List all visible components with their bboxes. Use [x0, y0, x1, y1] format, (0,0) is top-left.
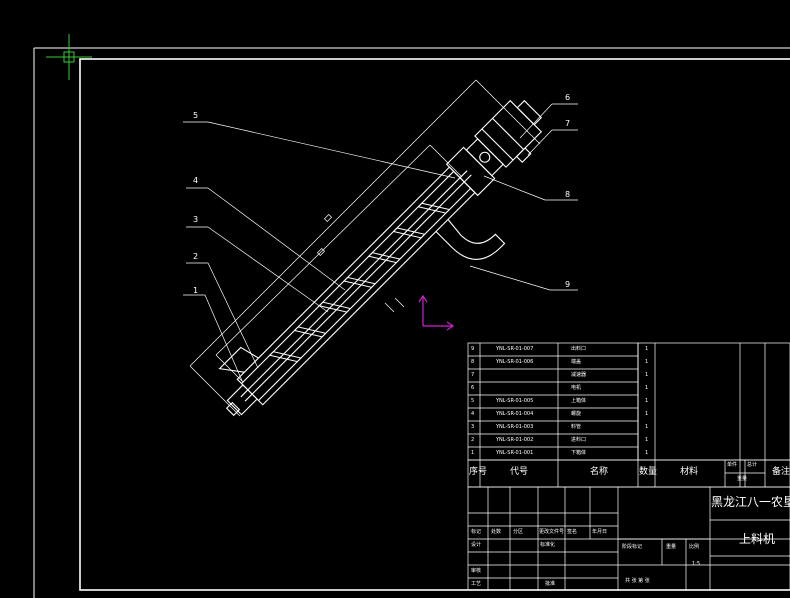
screw-flights [268, 202, 451, 363]
bom-qty: 1 [645, 385, 649, 391]
outlet-spout [435, 219, 506, 260]
rev-date: 年月日 [592, 529, 608, 535]
title-block-grid [467, 342, 790, 591]
approve-label: 批准 [545, 581, 556, 587]
callout-9: 9 [565, 280, 571, 289]
inlet-hopper [218, 346, 259, 373]
callout-5: 5 [193, 111, 199, 120]
bom-qty: 1 [645, 424, 649, 430]
school-name: 黑龙江八一农垦大学 [711, 495, 790, 509]
bom-name: 上箱体 [571, 398, 587, 404]
scale-value: 1:5 [692, 561, 701, 567]
callout-1: 1 [193, 286, 199, 295]
bom-code: YNL-SR-01-001 [496, 450, 534, 456]
bom-header-name: 名称 [590, 467, 609, 477]
bom-no: 2 [471, 437, 475, 443]
bom-no: 5 [471, 398, 475, 404]
screw-conveyor-assembly [218, 99, 543, 417]
bom-no: 8 [471, 359, 475, 365]
bom-qty: 1 [645, 450, 649, 456]
callout-6: 6 [565, 93, 571, 102]
scale-label: 比例 [689, 544, 700, 550]
ucs-axis-icon [418, 294, 455, 331]
feed-tube [236, 166, 476, 406]
bom-name: 进料口 [571, 437, 587, 443]
callout-7: 7 [565, 119, 571, 128]
crosshair-cursor-icon [46, 34, 92, 80]
bom-qty: 1 [645, 398, 649, 404]
bom-no: 1 [471, 450, 475, 456]
bom-qty: 1 [645, 359, 649, 365]
callout-leaders [183, 103, 578, 384]
sheets-label: 共 张 第 张 [625, 578, 650, 584]
bom-name: 料管 [571, 424, 582, 430]
bom-name: 下箱体 [571, 450, 587, 456]
bom-name: 端盖 [571, 359, 582, 365]
rev-count: 处数 [491, 529, 502, 535]
drawing-name: 上料机 [739, 532, 776, 546]
bom-name: 减速器 [571, 372, 587, 378]
bom-code: YNL-SR-01-002 [496, 437, 534, 443]
dimension-lines [189, 79, 541, 417]
bom-no: 4 [471, 411, 475, 417]
stage-label: 阶段标记 [622, 544, 643, 550]
weight-label: 重量 [666, 544, 677, 550]
bom-no: 6 [471, 385, 475, 391]
bom-no: 7 [471, 372, 475, 378]
bom-header-qty: 数量 [639, 467, 658, 477]
bom-name: 出料口 [571, 346, 587, 352]
sheet-frame [33, 47, 790, 598]
rev-doc: 更改文件号 [539, 529, 565, 535]
bom-code: YNL-SR-01-006 [496, 359, 534, 365]
bom-name: 电机 [571, 385, 582, 391]
bom-header-note: 备注 [772, 467, 790, 477]
design-label: 设计 [471, 542, 482, 548]
callout-3: 3 [193, 215, 199, 224]
bom-qty: 1 [645, 411, 649, 417]
standardize-label: 标准化 [540, 542, 556, 548]
bom-qty: 1 [645, 372, 649, 378]
bom-header-unit: 单件 [727, 462, 738, 468]
bom-code: YNL-SR-01-005 [496, 398, 534, 404]
rev-zone: 分区 [513, 529, 524, 535]
bom-header-total: 总计 [747, 462, 758, 468]
bom-code: YNL-SR-01-004 [496, 411, 534, 417]
callout-4: 4 [193, 176, 199, 185]
callout-8: 8 [565, 190, 571, 199]
process-label: 工艺 [471, 581, 482, 587]
bom-code: YNL-SR-01-003 [496, 424, 534, 430]
bom-no: 3 [471, 424, 475, 430]
bom-header-no: 序号 [469, 467, 488, 477]
rev-mark: 标记 [471, 529, 482, 535]
bom-name: 螺旋 [571, 411, 582, 417]
bom-header-code: 代号 [510, 467, 529, 477]
callout-2: 2 [193, 252, 199, 261]
bom-code: YNL-SR-01-007 [496, 346, 534, 352]
review-label: 审核 [471, 568, 482, 574]
bom-no: 9 [471, 346, 475, 352]
rev-sign: 签名 [567, 529, 578, 535]
bom-qty: 1 [645, 346, 649, 352]
bom-qty: 1 [645, 437, 649, 443]
bom-header-material: 材料 [680, 467, 699, 477]
bom-header-weight: 重量 [737, 476, 748, 482]
